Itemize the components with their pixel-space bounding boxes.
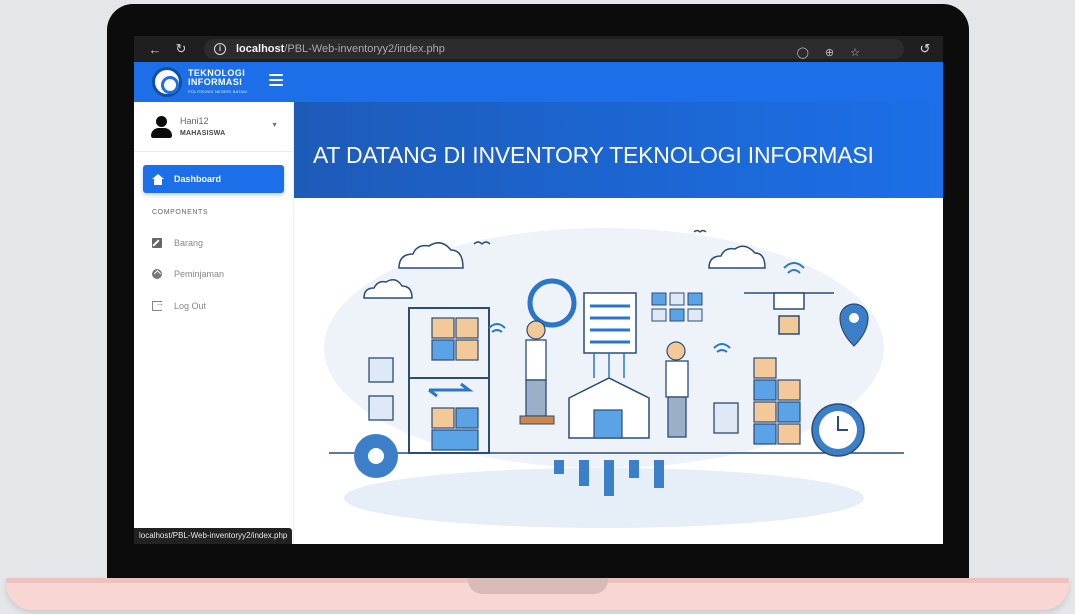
url-host: localhost <box>236 43 285 55</box>
app-header: TEKNOLOGI INFORMASI POLITEKNIK NEGERI BA… <box>134 62 943 102</box>
home-icon <box>152 173 164 185</box>
page-title: AT DATANG DI INVENTORY TEKNOLOGI INFORMA… <box>313 142 874 168</box>
sidebar: Hani12 MAHASISWA ▼ Dashboard COMPONENTS … <box>134 102 294 544</box>
inventory-illustration <box>294 198 943 544</box>
section-label-components: COMPONENTS <box>152 209 209 216</box>
status-bar-url: localhost/PBL-Web-inventoryy2/index.php <box>134 528 293 544</box>
user-role: MAHASISWA <box>180 130 226 137</box>
avatar-icon <box>150 116 174 140</box>
logout-icon <box>152 298 164 311</box>
hamburger-menu-icon[interactable] <box>269 74 283 88</box>
hero-banner: AT DATANG DI INVENTORY TEKNOLOGI INFORMA… <box>294 102 943 198</box>
brand-line1: TEKNOLOGI <box>188 67 246 78</box>
site-info-icon[interactable]: i <box>214 43 226 55</box>
sidebar-item-dashboard[interactable]: Dashboard <box>143 165 284 193</box>
sidebar-item-label: Barang <box>174 238 204 248</box>
caret-down-icon[interactable]: ▼ <box>271 122 278 129</box>
key-icon[interactable]: ◯ <box>796 46 809 59</box>
brand-logo-link[interactable]: TEKNOLOGI INFORMASI POLITEKNIK NEGERI BA… <box>152 66 256 98</box>
browser-toolbar: ← ↻ i localhost /PBL-Web-inventoryy2/ind… <box>134 36 943 62</box>
sidebar-item-barang[interactable]: Barang <box>143 231 284 255</box>
brand-line3: POLITEKNIK NEGERI BATAM <box>188 88 247 94</box>
sidebar-item-logout[interactable]: Log Out <box>143 294 284 318</box>
user-name: Hani12 <box>180 116 209 126</box>
address-bar[interactable]: i localhost /PBL-Web-inventoryy2/index.p… <box>204 39 904 59</box>
logo-icon <box>152 67 182 97</box>
laptop-screen: ← ↻ i localhost /PBL-Web-inventoryy2/ind… <box>134 36 943 544</box>
back-icon[interactable]: ← <box>148 41 162 57</box>
zoom-icon[interactable]: ⊕ <box>824 46 835 59</box>
laptop-notch <box>468 578 608 594</box>
brand-line2: INFORMASI <box>188 76 243 87</box>
sidebar-item-label: Dashboard <box>174 174 222 184</box>
sidebar-item-label: Log Out <box>174 301 207 311</box>
brand-text: TEKNOLOGI INFORMASI POLITEKNIK NEGERI BA… <box>188 67 247 96</box>
edit-icon <box>152 238 162 248</box>
reload-icon[interactable]: ↻ <box>175 41 187 56</box>
warehouse-illustration <box>324 228 904 528</box>
url-path: /PBL-Web-inventoryy2/index.php <box>284 43 445 55</box>
circle-arrow-icon <box>152 269 162 279</box>
sidebar-item-peminjaman[interactable]: Peminjaman <box>143 262 284 286</box>
sidebar-item-label: Peminjaman <box>174 269 225 279</box>
user-panel[interactable]: Hani12 MAHASISWA ▼ <box>134 102 294 152</box>
extension-icon[interactable]: ↺ <box>919 41 931 56</box>
favorite-star-icon[interactable]: ☆ <box>850 46 860 59</box>
url-actions: ◯ ⊕ ☆ <box>797 39 860 65</box>
